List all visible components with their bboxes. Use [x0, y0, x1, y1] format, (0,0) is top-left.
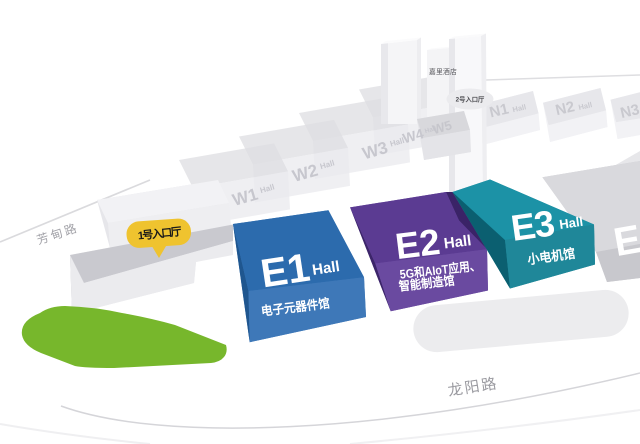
svg-text:Hall: Hall	[443, 232, 472, 252]
svg-text:小电机馆: 小电机馆	[526, 246, 576, 268]
svg-text:N2: N2	[554, 98, 577, 119]
svg-text:Hall: Hall	[512, 102, 527, 114]
svg-text:Hall: Hall	[319, 158, 336, 171]
svg-text:W5: W5	[431, 117, 454, 137]
svg-text:Hall: Hall	[578, 100, 593, 112]
svg-text:Hall: Hall	[259, 182, 276, 195]
svg-text:N3: N3	[619, 101, 640, 122]
svg-text:Hall: Hall	[389, 136, 406, 149]
svg-text:智能制造馆: 智能制造馆	[397, 273, 455, 294]
svg-text:E2: E2	[393, 221, 442, 267]
svg-text:E1: E1	[258, 246, 313, 297]
svg-text:N1: N1	[488, 100, 511, 121]
svg-text:Hall: Hall	[311, 258, 341, 279]
svg-text:E3: E3	[508, 202, 556, 249]
svg-text:Hall: Hall	[424, 125, 438, 135]
svg-text:嘉里酒店: 嘉里酒店	[429, 67, 457, 76]
svg-text:W4: W4	[401, 125, 426, 146]
svg-text:1号入口厅: 1号入口厅	[137, 225, 182, 243]
svg-text:Hall: Hall	[558, 214, 584, 232]
svg-text:2号入口厅: 2号入口厅	[456, 94, 485, 103]
